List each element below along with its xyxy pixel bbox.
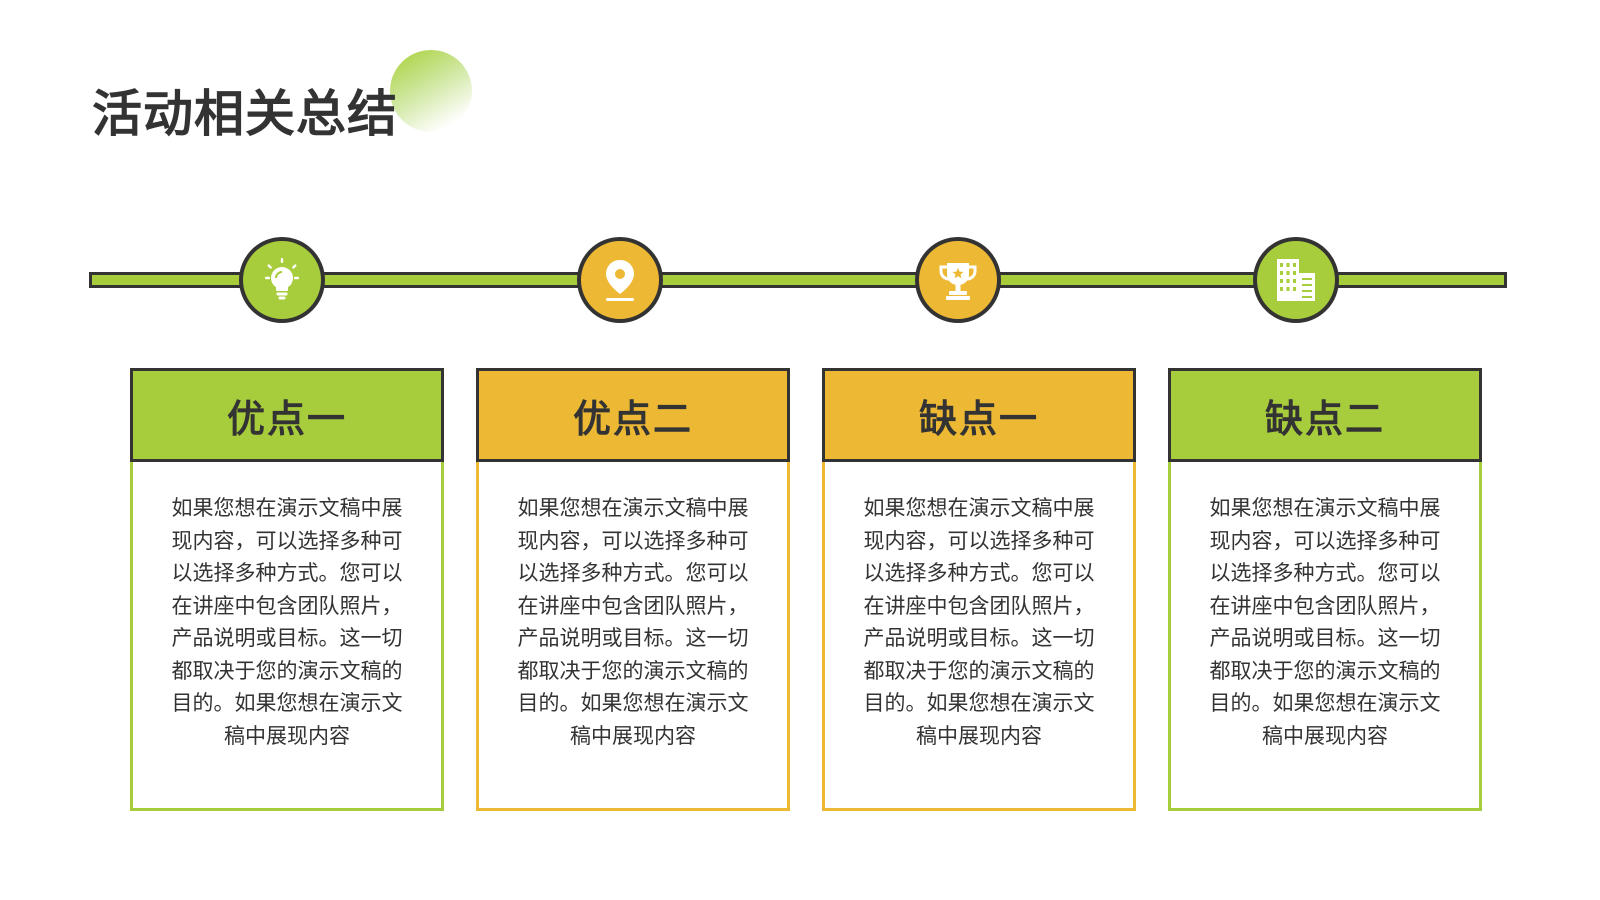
page-title: 活动相关总结	[92, 85, 398, 143]
card-body-text: 如果您想在演示文稿中展现内容，可以选择多种可以选择多种方式。您可以在讲座中包含团…	[822, 462, 1136, 811]
card-1: 优点一 如果您想在演示文稿中展现内容，可以选择多种可以选择多种方式。您可以在讲座…	[130, 368, 444, 811]
card-heading: 优点一	[130, 368, 444, 462]
card-heading: 优点二	[476, 368, 790, 462]
card-3: 缺点一 如果您想在演示文稿中展现内容，可以选择多种可以选择多种方式。您可以在讲座…	[822, 368, 1136, 811]
title-area: 活动相关总结	[90, 48, 472, 148]
location-pin-icon	[606, 260, 634, 301]
timeline-node-4	[1253, 237, 1339, 323]
card-4: 缺点二 如果您想在演示文稿中展现内容，可以选择多种可以选择多种方式。您可以在讲座…	[1168, 368, 1482, 811]
timeline-node-1	[239, 237, 325, 323]
trophy-icon	[939, 263, 977, 300]
timeline-node-2	[577, 237, 663, 323]
card-heading: 缺点二	[1168, 368, 1482, 462]
timeline-node-3	[915, 237, 1001, 323]
card-heading: 缺点一	[822, 368, 1136, 462]
card-body-text: 如果您想在演示文稿中展现内容，可以选择多种可以选择多种方式。您可以在讲座中包含团…	[476, 462, 790, 811]
title-decoration-circle	[390, 50, 472, 132]
timeline-bar	[89, 272, 1507, 288]
building-icon	[1277, 259, 1315, 301]
card-body-text: 如果您想在演示文稿中展现内容，可以选择多种可以选择多种方式。您可以在讲座中包含团…	[1168, 462, 1482, 811]
card-2: 优点二 如果您想在演示文稿中展现内容，可以选择多种可以选择多种方式。您可以在讲座…	[476, 368, 790, 811]
lightbulb-icon	[265, 258, 299, 300]
card-body-text: 如果您想在演示文稿中展现内容，可以选择多种可以选择多种方式。您可以在讲座中包含团…	[130, 462, 444, 811]
